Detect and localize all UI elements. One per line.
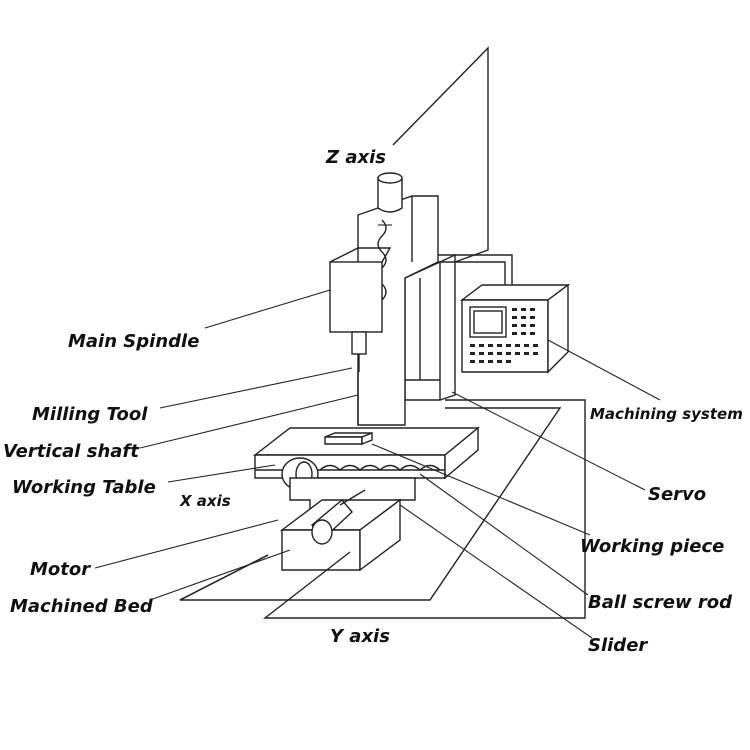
working-piece <box>324 431 373 446</box>
head-column <box>357 195 439 426</box>
label-vertical-shaft: Vertical shaft <box>3 441 139 462</box>
y-axis-motor <box>311 489 366 545</box>
label-machining-system: Machining system <box>590 405 743 423</box>
label-motor: Motor <box>30 559 91 580</box>
z-axis-frame <box>392 46 489 263</box>
label-x-axis: X axis <box>180 492 231 510</box>
label-working-table: Working Table <box>12 477 156 498</box>
z-axis-motor <box>377 172 403 213</box>
label-main-spindle: Main Spindle <box>68 331 200 352</box>
machining-system <box>459 283 571 374</box>
column <box>404 253 456 401</box>
label-ball-screw-rod: Ball screw rod <box>588 592 732 613</box>
label-z-axis: Z axis <box>326 147 386 168</box>
label-machined-bed: Machined Bed <box>10 596 153 617</box>
x-ball-screw <box>319 464 441 471</box>
leader-lines <box>94 289 661 639</box>
spindle-housing <box>329 247 392 333</box>
spindle-tool <box>351 331 367 372</box>
label-working-piece: Working piece <box>580 536 725 557</box>
y-axis-cables <box>179 399 586 619</box>
label-slider: Slider <box>588 635 648 656</box>
label-milling-tool: Milling Tool <box>32 404 148 425</box>
label-y-axis: Y axis <box>330 626 390 647</box>
label-servo: Servo <box>648 484 707 505</box>
